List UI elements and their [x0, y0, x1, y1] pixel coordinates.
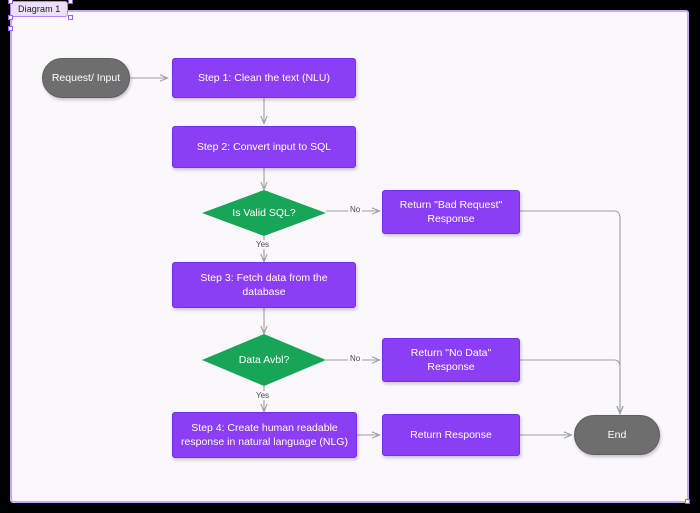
- node-start-label: Request/ Input: [51, 71, 121, 84]
- node-data-avbl[interactable]: Data Avbl?: [202, 334, 326, 386]
- selection-handle-tab-bl[interactable]: [8, 15, 13, 20]
- node-end[interactable]: End: [574, 415, 660, 455]
- node-step4[interactable]: Step 4: Create human readable response i…: [172, 412, 357, 458]
- node-step3[interactable]: Step 3: Fetch data from the database: [172, 262, 356, 308]
- edge-label-data-avbl-no: No: [348, 354, 363, 363]
- node-step2[interactable]: Step 2: Convert input to SQL: [172, 126, 356, 168]
- selection-handle-tab-tl[interactable]: [8, 0, 13, 4]
- node-return-no-data-line1: Return "No Data": [410, 346, 492, 359]
- node-step3-line2: database: [242, 286, 286, 298]
- node-step1-label: Step 1: Clean the text (NLU): [198, 71, 330, 84]
- node-is-valid-sql-label: Is Valid SQL?: [232, 206, 296, 219]
- node-step4-line2: response in natural language (NLG): [181, 436, 348, 448]
- selection-handle-frame-br[interactable]: [685, 499, 690, 504]
- node-end-label: End: [607, 428, 627, 441]
- selection-handle-tab-br[interactable]: [68, 15, 73, 20]
- node-return-bad-request-line2: Response: [427, 213, 475, 225]
- selection-handle-tab-tr[interactable]: [68, 0, 73, 4]
- edge-nodata-end: [520, 359, 620, 414]
- node-return-no-data[interactable]: Return "No Data" Response: [382, 338, 520, 382]
- node-data-avbl-label: Data Avbl?: [238, 353, 290, 366]
- node-step4-line1: Step 4: Create human readable: [191, 421, 338, 434]
- edge-label-valid-sql-yes: Yes: [254, 240, 272, 249]
- node-return-no-data-line2: Response: [427, 361, 475, 373]
- node-step2-label: Step 2: Convert input to SQL: [196, 140, 332, 153]
- edge-badrequest-end: [520, 210, 620, 414]
- node-return-bad-request-line1: Return "Bad Request": [399, 198, 503, 211]
- node-return-response-label: Return Response: [410, 428, 492, 441]
- diagram-title-label: Diagram 1: [18, 4, 61, 14]
- node-is-valid-sql[interactable]: Is Valid SQL?: [202, 190, 326, 236]
- node-return-response[interactable]: Return Response: [382, 414, 520, 456]
- diagram-frame[interactable]: Request/ Input Step 1: Clean the text (N…: [10, 10, 689, 503]
- node-step1[interactable]: Step 1: Clean the text (NLU): [172, 58, 356, 98]
- node-start[interactable]: Request/ Input: [42, 58, 130, 98]
- node-return-bad-request[interactable]: Return "Bad Request" Response: [382, 190, 520, 234]
- diagram-title-tab[interactable]: Diagram 1: [10, 1, 69, 17]
- edge-label-data-avbl-yes: Yes: [254, 391, 272, 400]
- edge-label-valid-sql-no: No: [348, 205, 363, 214]
- selection-handle-frame-tl[interactable]: [8, 26, 13, 31]
- node-step3-line1: Step 3: Fetch data from the: [200, 271, 328, 284]
